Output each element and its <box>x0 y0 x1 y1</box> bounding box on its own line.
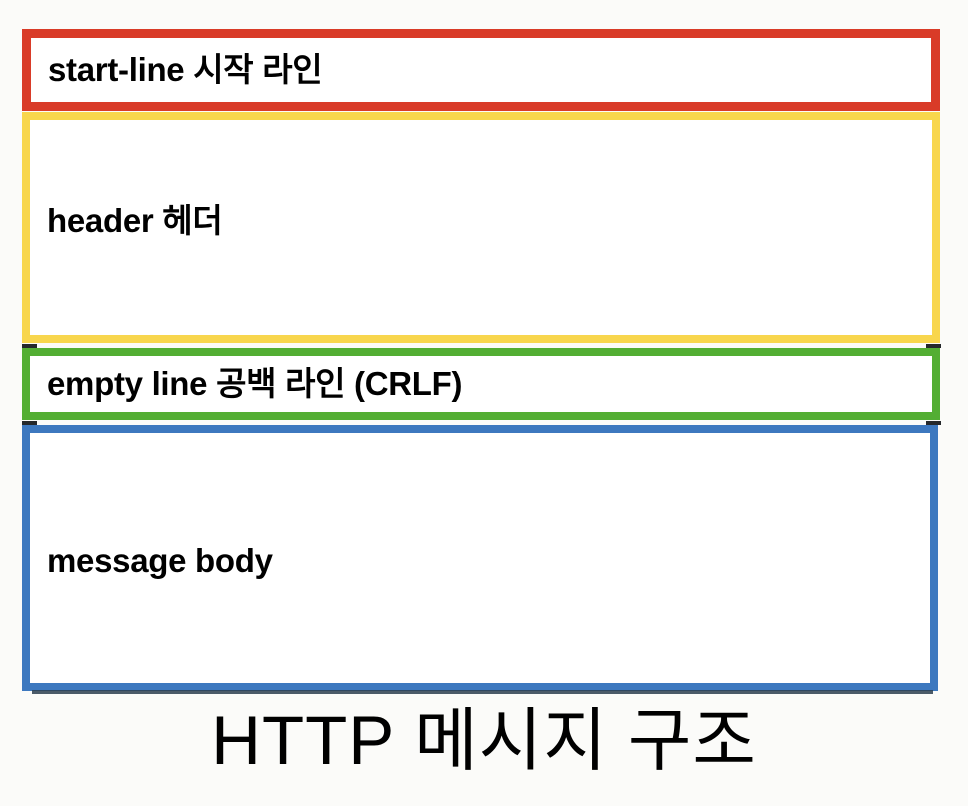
shape-handle-top-right-blue <box>926 421 941 425</box>
shape-handle-top-left-blue <box>22 421 37 425</box>
shape-handle-top-left-green <box>22 344 37 348</box>
http-section-empty-line[interactable]: empty line 공백 라인 (CRLF) <box>22 348 940 420</box>
empty-line-label: empty line 공백 라인 (CRLF) <box>47 364 463 402</box>
http-section-header[interactable]: header 헤더 <box>22 112 940 343</box>
message-body-label: message body <box>47 542 273 579</box>
start-line-label: start-line 시작 라인 <box>48 50 323 88</box>
diagram-title: HTTP 메시지 구조 <box>211 702 757 779</box>
header-label: header 헤더 <box>47 202 223 239</box>
http-section-message-body[interactable]: message body <box>22 425 938 694</box>
shape-handle-top-right-green <box>926 344 941 348</box>
http-section-start-line[interactable]: start-line 시작 라인 <box>22 29 940 111</box>
